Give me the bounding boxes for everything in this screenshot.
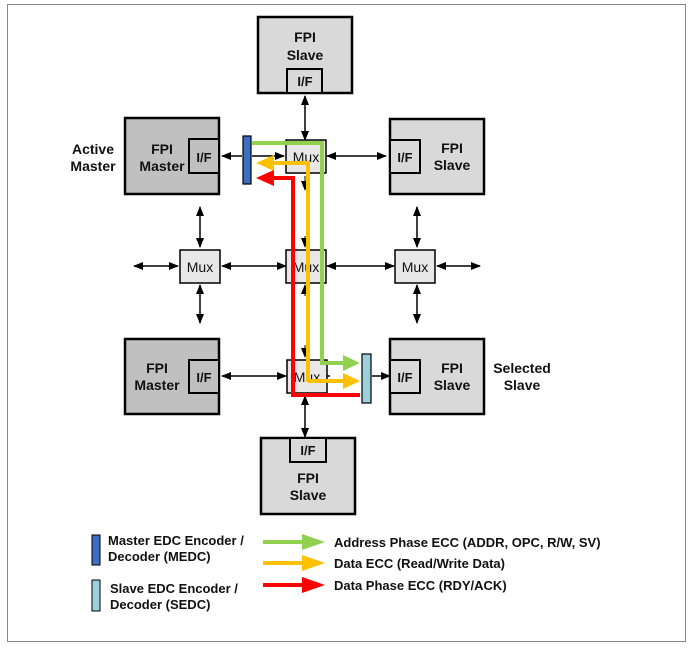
legend-address-arrow <box>302 534 325 550</box>
fpi-slave-selected: I/F FPI Slave Selected Slave <box>388 337 551 416</box>
selected-label: Selected <box>493 360 551 376</box>
interface-label: I/F <box>196 150 211 165</box>
medc-block <box>242 135 252 185</box>
legend-address-label: Address Phase ECC (ADDR, OPC, R/W, SV) <box>334 535 601 550</box>
legend-data-ecc-arrow <box>302 555 325 571</box>
legend-data-phase-arrow <box>302 577 325 593</box>
block-subtitle: Master <box>134 377 180 393</box>
block-title: FPI <box>441 360 463 376</box>
block-subtitle: Slave <box>290 487 327 503</box>
address-phase-path <box>252 141 345 365</box>
interface-label: I/F <box>300 443 315 458</box>
block-subtitle: Slave <box>287 47 324 63</box>
legend-data-phase-label: Data Phase ECC (RDY/ACK) <box>334 578 507 593</box>
data-phase-path <box>272 176 360 397</box>
block-subtitle: Master <box>139 158 185 174</box>
legend: Master EDC Encoder / Decoder (MEDC) Slav… <box>91 533 601 612</box>
legend-medc-swatch <box>91 534 101 566</box>
fpi-slave-bottom: I/F FPI Slave <box>259 436 357 516</box>
selected-label-2: Slave <box>504 377 541 393</box>
fpi-slave-right-top: I/F FPI Slave <box>388 117 486 196</box>
fpi-master-active: Active Master FPI Master I/F <box>70 116 221 196</box>
data-ecc-arrowhead-slave <box>343 373 360 389</box>
block-title: FPI <box>441 140 463 156</box>
mux-label: Mux <box>402 259 428 275</box>
legend-sedc-label: Slave EDC Encoder / <box>110 581 238 596</box>
connector-arrows <box>133 95 481 438</box>
block-subtitle: Slave <box>434 377 471 393</box>
legend-medc-label: Master EDC Encoder / <box>108 533 244 548</box>
active-label-2: Master <box>70 158 116 174</box>
legend-data-ecc-label: Data ECC (Read/Write Data) <box>334 556 505 571</box>
data-ecc-arrowhead-master <box>256 155 274 171</box>
legend-sedc-label-2: Decoder (SEDC) <box>110 597 210 612</box>
ecc-paths <box>252 141 360 397</box>
mux-middle-right: Mux <box>394 249 436 284</box>
block-title: FPI <box>294 29 316 45</box>
block-title: FPI <box>151 141 173 157</box>
interface-label: I/F <box>397 150 412 165</box>
block-title: FPI <box>146 360 168 376</box>
legend-medc-label-2: Decoder (MEDC) <box>108 549 211 564</box>
block-subtitle: Slave <box>434 157 471 173</box>
diagram-frame <box>7 4 686 642</box>
interface-label: I/F <box>297 74 312 89</box>
mux-label: Mux <box>187 259 213 275</box>
active-label: Active <box>72 141 114 157</box>
legend-sedc-swatch <box>91 579 101 612</box>
mux-middle-left: Mux <box>179 249 221 284</box>
fpi-slave-top: FPI Slave I/F <box>256 15 354 95</box>
address-phase-arrowhead <box>343 355 360 371</box>
sedc-block <box>361 353 372 404</box>
data-phase-arrowhead <box>256 170 274 186</box>
interface-label: I/F <box>397 370 412 385</box>
fpi-master-bottom: FPI Master I/F <box>123 337 221 416</box>
interface-label: I/F <box>196 370 211 385</box>
block-title: FPI <box>297 470 319 486</box>
